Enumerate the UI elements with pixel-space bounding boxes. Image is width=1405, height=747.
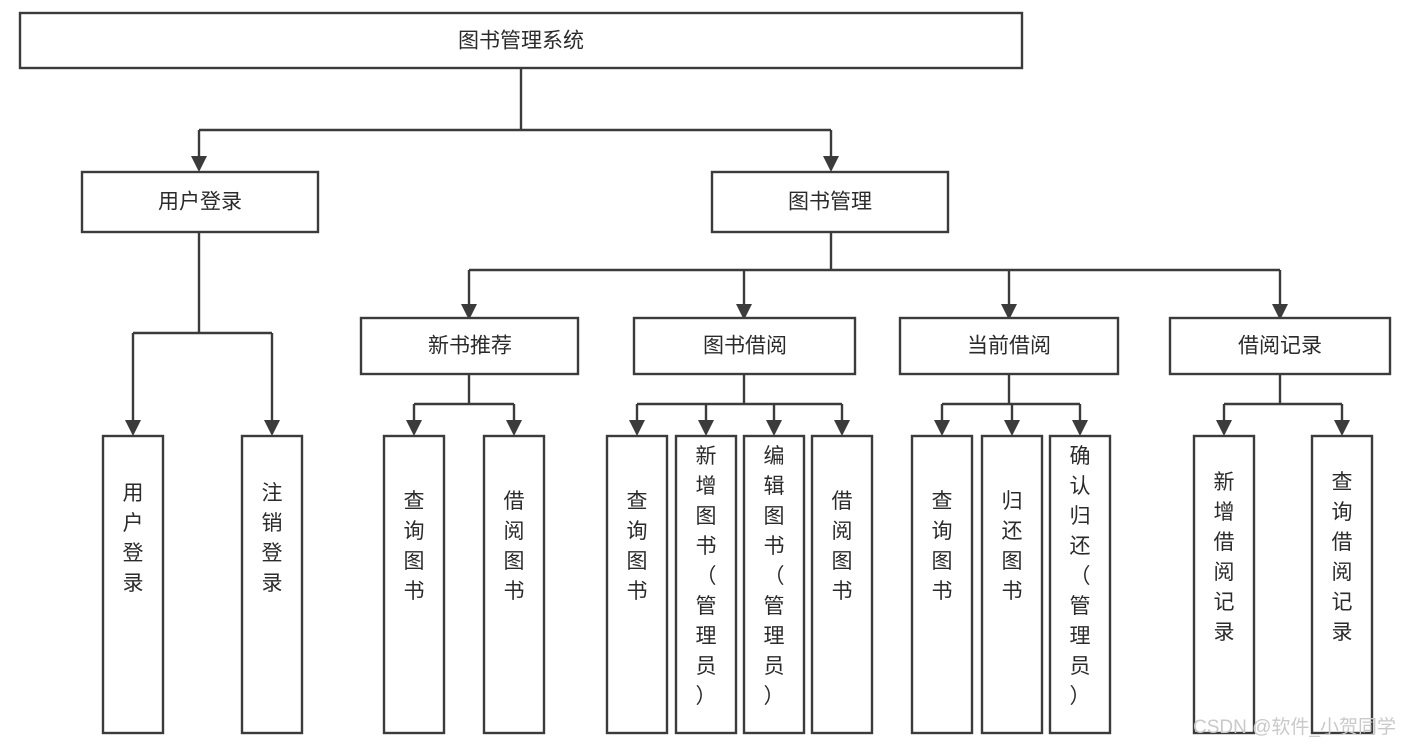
- leaf-node-user-login-login-label: 用户登录: [123, 482, 144, 595]
- leaf-node-bookborrow-borrow-book[interactable]: 借阅图书: [810, 434, 874, 735]
- leaf-node-currentborrow-return-book-label: 归还图书: [1002, 490, 1023, 603]
- leaf-node-newbook-borrow-book-label: 借阅图书: [504, 490, 525, 603]
- arrow-icon-borrowrecord-leaf-1: [1334, 420, 1350, 436]
- leaf-node-bookborrow-edit-book-box[interactable]: [742, 434, 806, 735]
- node-book-borrow-box[interactable]: [632, 316, 857, 376]
- connector-group-currentborrow-to-leaves: [934, 374, 1088, 436]
- node-new-book-recommend-box[interactable]: [359, 316, 580, 376]
- leaf-node-borrowrecord-query-record-box[interactable]: [1310, 434, 1374, 735]
- node-new-book-recommend-label: 新书推荐: [428, 335, 512, 358]
- arrow-icon-currentborrow-leaf-2: [1072, 420, 1088, 436]
- leaf-node-borrowrecord-query-record[interactable]: 查询借阅记录: [1310, 434, 1374, 735]
- connector-group-bookborrow-to-leaves: [629, 374, 850, 436]
- node-root-system-box[interactable]: [18, 11, 1024, 70]
- leaf-node-newbook-borrow-book[interactable]: 借阅图书: [482, 434, 546, 735]
- arrow-icon-leaf-logout: [264, 420, 280, 436]
- leaf-node-currentborrow-confirm-return[interactable]: 确认归还（管理员）: [1048, 434, 1112, 735]
- node-book-manage[interactable]: 图书管理: [710, 170, 950, 234]
- leaf-node-user-login-logout-label: 注销登录: [262, 482, 283, 595]
- connector-group-userlogin-to-leaves: [125, 232, 280, 436]
- node-book-manage-label: 图书管理: [788, 191, 872, 214]
- leaf-node-bookborrow-add-book-box[interactable]: [674, 434, 738, 735]
- leaf-node-bookborrow-query-book-box[interactable]: [605, 434, 669, 735]
- arrow-icon-newbook-leaf-0: [406, 420, 422, 436]
- arrow-icon-leaf-user-login: [125, 420, 141, 436]
- node-book-manage-box[interactable]: [710, 170, 950, 234]
- arrow-icon-newbook-leaf-1: [506, 420, 522, 436]
- leaf-node-bookborrow-borrow-book-box[interactable]: [810, 434, 874, 735]
- arrow-icon-bookborrow-leaf-3: [834, 420, 850, 436]
- leaf-node-bookborrow-add-book[interactable]: 新增图书（管理员）: [674, 434, 738, 735]
- arrow-icon-borrowrecord-leaf-0: [1216, 420, 1232, 436]
- node-root-system[interactable]: 图书管理系统: [18, 11, 1024, 70]
- leaf-node-bookborrow-edit-book-label: 编辑图书（管理员）: [764, 445, 785, 708]
- leaf-node-newbook-query-book-box[interactable]: [382, 434, 446, 735]
- node-root-system-label: 图书管理系统: [458, 30, 584, 53]
- connector-group-root-to-level2: [191, 68, 839, 172]
- leaf-node-bookborrow-add-book-label: 新增图书（管理员）: [696, 445, 717, 708]
- leaf-node-borrowrecord-add-record-label: 新增借阅记录: [1214, 471, 1235, 644]
- leaf-node-currentborrow-confirm-return-box[interactable]: [1048, 434, 1112, 735]
- node-current-borrow-label: 当前借阅: [967, 335, 1051, 358]
- leaf-node-user-login-login[interactable]: 用户登录: [101, 434, 165, 735]
- leaf-node-user-login-login-box[interactable]: [101, 434, 165, 735]
- node-user-login-label: 用户登录: [158, 191, 242, 214]
- leaf-node-user-login-logout-box[interactable]: [240, 434, 304, 735]
- node-borrow-record-label: 借阅记录: [1238, 335, 1322, 358]
- arrow-icon-user-login: [191, 156, 207, 172]
- connector-group-newbook-to-leaves: [406, 374, 522, 436]
- node-borrow-record-box[interactable]: [1168, 316, 1392, 376]
- node-new-book-recommend[interactable]: 新书推荐: [359, 316, 580, 376]
- arrow-icon-currentborrow-leaf-1: [1004, 420, 1020, 436]
- leaf-node-currentborrow-query-book-box[interactable]: [910, 434, 974, 735]
- leaf-node-user-login-logout[interactable]: 注销登录: [240, 434, 304, 735]
- node-book-borrow[interactable]: 图书借阅: [632, 316, 857, 376]
- node-book-borrow-label: 图书借阅: [703, 335, 787, 358]
- connector-group-bookmanage-to-level3: [461, 232, 1288, 320]
- connector-group-borrowrecord-to-leaves: [1216, 374, 1350, 436]
- node-user-login-box[interactable]: [80, 170, 320, 234]
- watermark-label: CSDN @软件_小贺同学: [1193, 716, 1396, 738]
- leaf-node-borrowrecord-query-record-label: 查询借阅记录: [1332, 471, 1353, 644]
- leaf-node-borrowrecord-add-record-box[interactable]: [1192, 434, 1256, 735]
- leaf-node-currentborrow-confirm-return-label: 确认归还（管理员）: [1070, 445, 1091, 708]
- node-current-borrow-box[interactable]: [898, 316, 1120, 376]
- arrow-icon-book-manage: [823, 156, 839, 172]
- arrow-icon-bookborrow-leaf-2: [766, 420, 782, 436]
- leaf-node-currentborrow-query-book-label: 查询图书: [932, 490, 953, 603]
- leaf-node-bookborrow-query-book[interactable]: 查询图书: [605, 434, 669, 735]
- leaf-node-newbook-query-book-label: 查询图书: [404, 490, 425, 603]
- arrow-icon-bookborrow-leaf-0: [629, 420, 645, 436]
- leaf-node-currentborrow-query-book[interactable]: 查询图书: [910, 434, 974, 735]
- leaf-node-bookborrow-edit-book[interactable]: 编辑图书（管理员）: [742, 434, 806, 735]
- leaf-node-borrowrecord-add-record[interactable]: 新增借阅记录: [1192, 434, 1256, 735]
- leaf-node-currentborrow-return-book[interactable]: 归还图书: [980, 434, 1044, 735]
- node-user-login[interactable]: 用户登录: [80, 170, 320, 234]
- leaf-node-newbook-query-book[interactable]: 查询图书: [382, 434, 446, 735]
- leaf-node-bookborrow-borrow-book-label: 借阅图书: [832, 490, 853, 603]
- leaf-node-currentborrow-return-book-box[interactable]: [980, 434, 1044, 735]
- leaf-node-bookborrow-query-book-label: 查询图书: [627, 490, 648, 603]
- node-current-borrow[interactable]: 当前借阅: [898, 316, 1120, 376]
- arrow-icon-currentborrow-leaf-0: [934, 420, 950, 436]
- leaf-node-newbook-borrow-book-box[interactable]: [482, 434, 546, 735]
- node-borrow-record[interactable]: 借阅记录: [1168, 316, 1392, 376]
- arrow-icon-bookborrow-leaf-1: [698, 420, 714, 436]
